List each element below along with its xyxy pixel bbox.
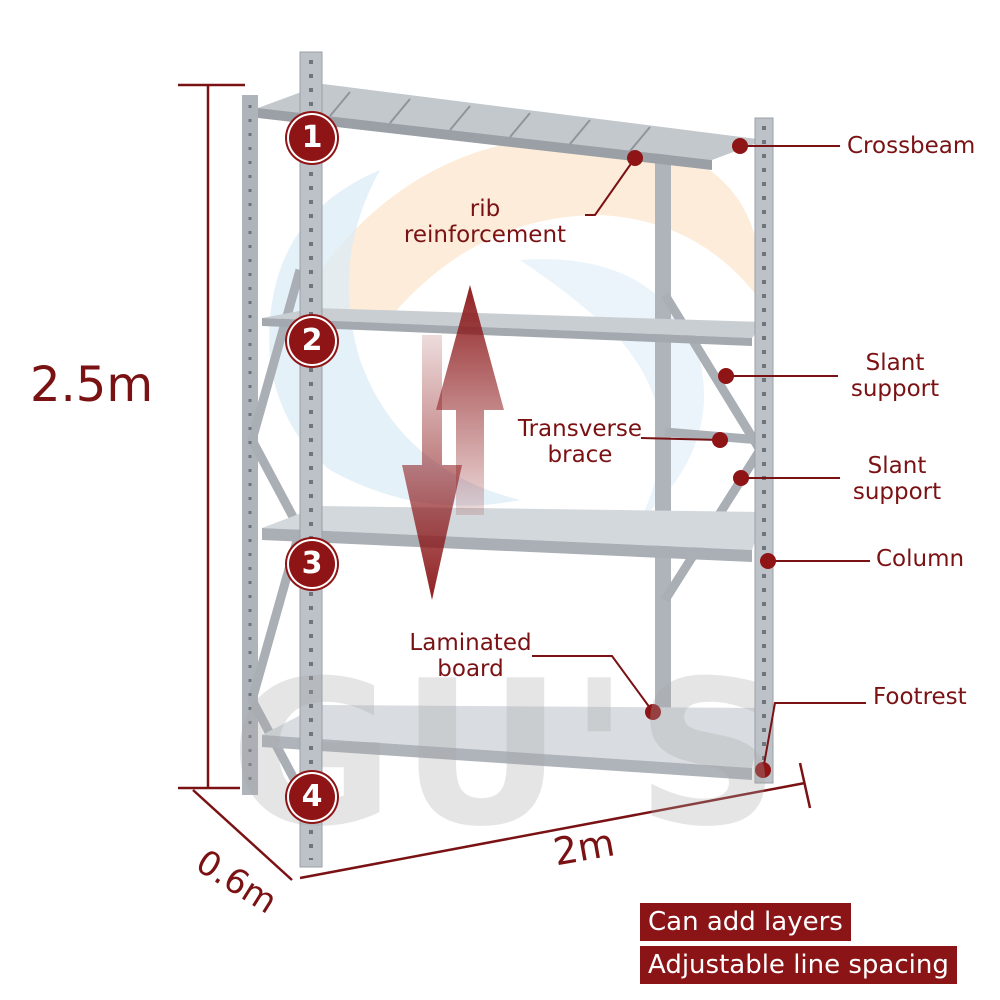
slant-label-line1: Slant	[865, 350, 925, 376]
feature-badge-layers: Can add layers	[640, 903, 851, 941]
slant-label-line2: support	[852, 479, 942, 505]
feature-badge-spacing: Adjustable line spacing	[640, 946, 957, 984]
laminated-board-label: Laminated board	[398, 630, 543, 682]
layer-number-2: 2	[289, 318, 335, 364]
transverse-marker	[712, 432, 728, 448]
front-left-column	[299, 51, 323, 868]
column-label: Column	[876, 546, 965, 572]
transverse-brace	[664, 427, 761, 445]
layer-number-1: 1	[289, 115, 335, 161]
footrest-marker	[755, 762, 771, 778]
slant-label-line1: Slant	[867, 453, 927, 479]
slant-support-label-1: Slant support	[840, 350, 950, 402]
rib-label-line1: rib	[469, 196, 501, 222]
shelf-3	[262, 506, 765, 550]
back-right-column	[655, 130, 671, 720]
transverse-brace-label: Transverse brace	[505, 416, 655, 468]
watermark: GU'S	[230, 638, 786, 871]
arrow-up-icon	[436, 285, 504, 515]
laminated-label-line1: Laminated	[409, 630, 532, 656]
layer-number-4: 4	[289, 774, 335, 820]
slant-label-line2: support	[850, 376, 940, 402]
transverse-label-line1: Transverse	[517, 416, 643, 442]
slant-support-marker	[733, 470, 749, 486]
layer-number-3: 3	[289, 541, 335, 587]
rib-marker	[627, 150, 643, 166]
shelf-4	[262, 705, 765, 768]
laminated-label-line2: board	[437, 656, 504, 682]
column-marker	[760, 553, 776, 569]
rib-label-line2: reinforcement	[403, 222, 567, 248]
laminated-marker	[645, 704, 661, 720]
footrest-label: Footrest	[873, 684, 967, 710]
slant-support-marker	[718, 368, 734, 384]
height-dimension: 2.5m	[30, 357, 154, 413]
slant-support-label-2: Slant support	[842, 453, 952, 505]
rib-label: rib reinforcement	[385, 196, 585, 248]
crossbeam-label: Crossbeam	[847, 133, 976, 159]
transverse-label-line2: brace	[547, 442, 613, 468]
shelf-2	[262, 308, 765, 338]
crossbeam-marker	[732, 138, 748, 154]
arrow-down-icon	[402, 335, 462, 600]
